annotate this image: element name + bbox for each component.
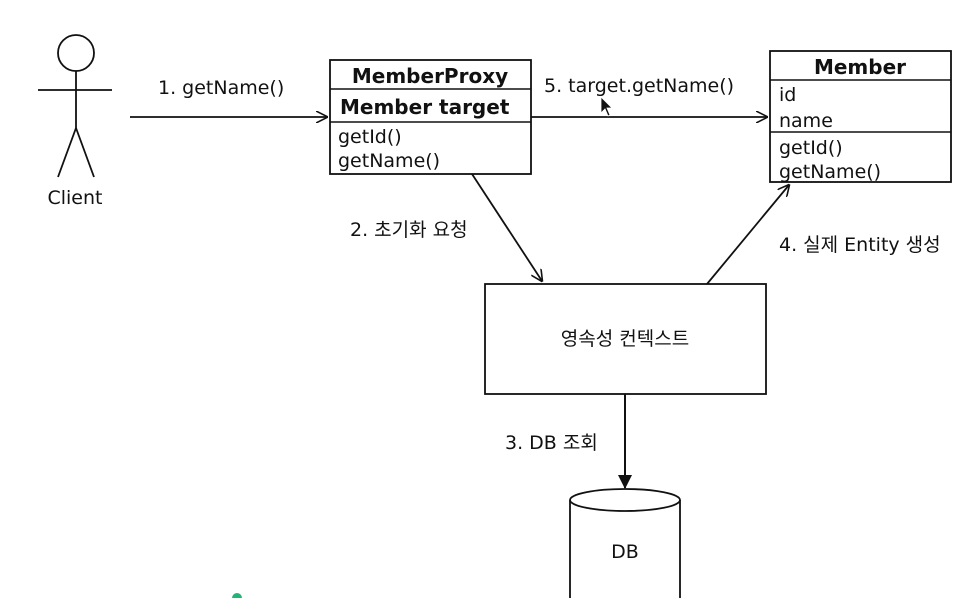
proxy-method-getid: getId(): [338, 126, 402, 148]
client-head: [57, 34, 95, 72]
mouse-cursor-icon: [600, 96, 613, 117]
proxy-field-target: Member target: [340, 95, 510, 119]
client-label: Client: [47, 187, 102, 209]
member-class-name: Member: [814, 55, 906, 79]
step1-label: 1. getName(): [158, 77, 284, 99]
member-field-name: name: [779, 110, 833, 132]
client-actor: [38, 34, 112, 178]
member-method-getname: getName(): [779, 161, 881, 183]
db-cylinder: [569, 488, 681, 598]
persistence-context-label: 영속성 컨텍스트: [561, 328, 689, 350]
status-dot-icon: [232, 593, 242, 598]
proxy-class-name: MemberProxy: [352, 64, 508, 88]
step5-label: 5. target.getName(): [544, 75, 734, 97]
proxy-method-getname: getName(): [338, 150, 440, 172]
step3-label: 3. DB 조회: [505, 432, 598, 454]
step2-label: 2. 초기화 요청: [350, 219, 468, 241]
member-method-getid: getId(): [779, 137, 843, 159]
arrow-proxy-to-context: [471, 173, 542, 281]
member-class: Member id name getId() getName(): [769, 50, 952, 183]
client-left-leg: [57, 127, 77, 178]
arrow-context-to-member: [706, 185, 789, 285]
db-label: DB: [611, 541, 639, 563]
client-right-leg: [75, 127, 95, 178]
persistence-context: 영속성 컨텍스트: [484, 283, 767, 395]
member-proxy-class: MemberProxy Member target getId() getNam…: [329, 59, 532, 175]
step4-label: 4. 실제 Entity 생성: [779, 234, 941, 256]
member-field-id: id: [779, 84, 796, 106]
